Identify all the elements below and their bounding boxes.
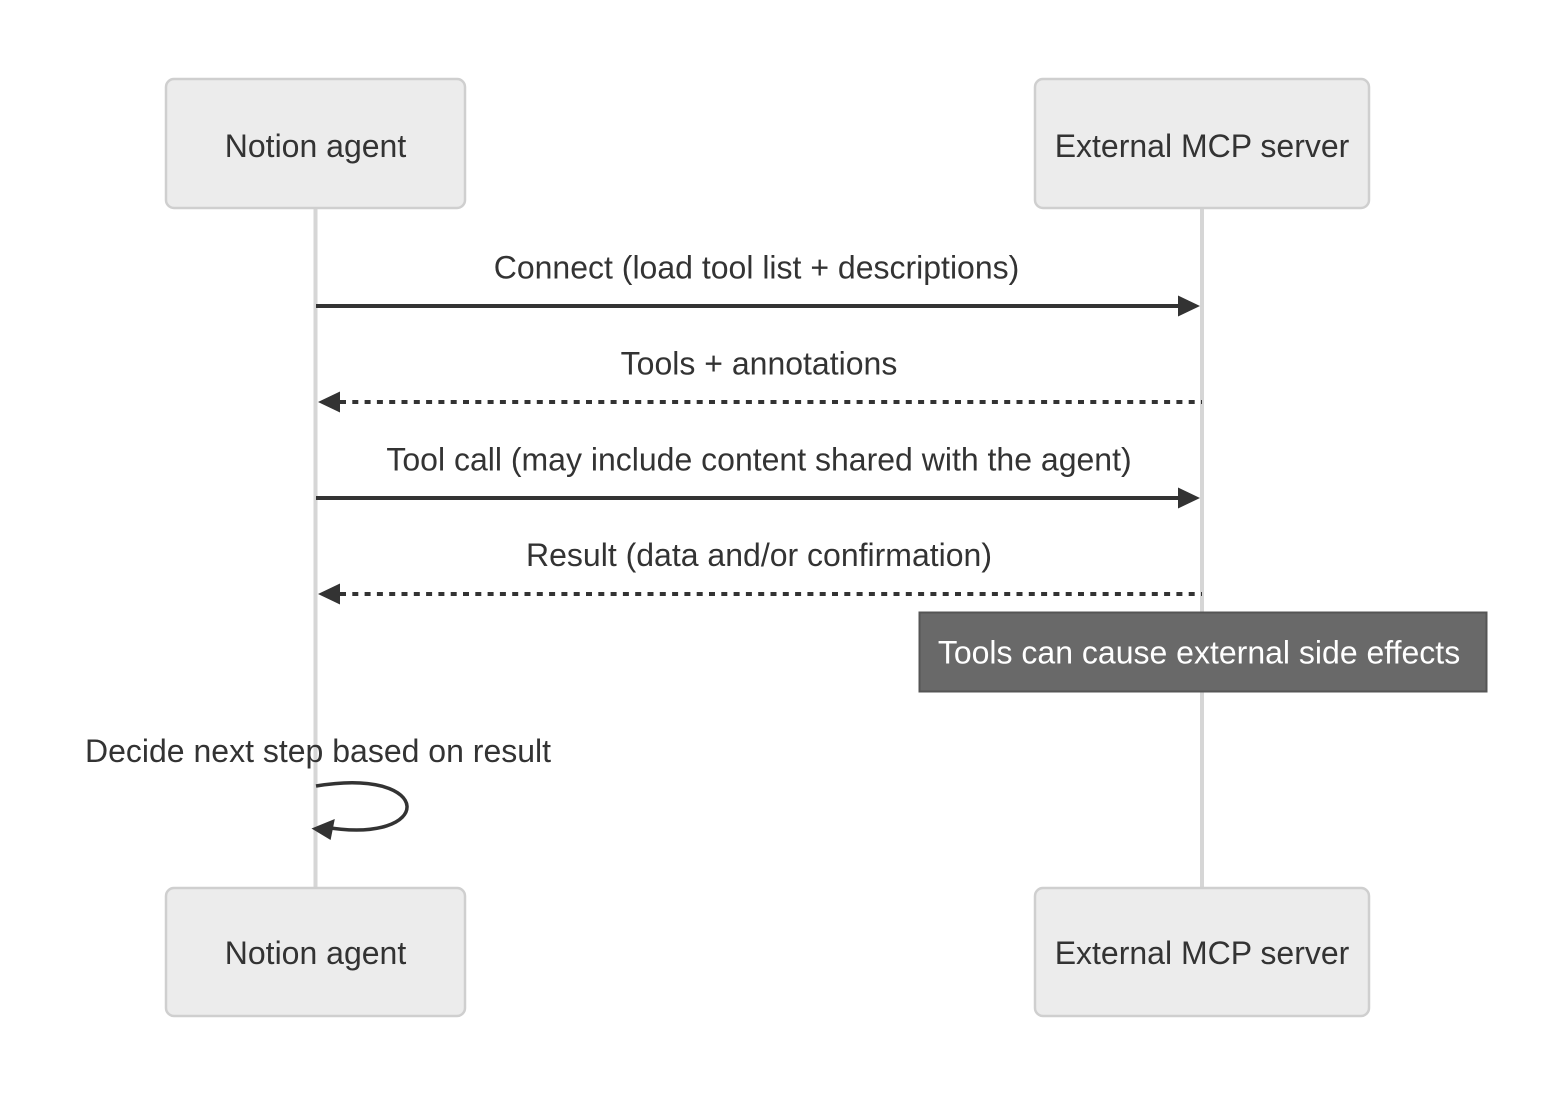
svg-text:Tools can cause external side: Tools can cause external side effects bbox=[938, 635, 1460, 671]
svg-text:Tool call (may include content: Tool call (may include content shared wi… bbox=[386, 442, 1131, 478]
svg-text:Notion agent: Notion agent bbox=[225, 128, 407, 164]
svg-text:Result (data and/or confirmati: Result (data and/or confirmation) bbox=[526, 537, 992, 573]
svg-text:Connect (load tool list + desc: Connect (load tool list + descriptions) bbox=[494, 250, 1020, 286]
svg-text:Decide next step based on resu: Decide next step based on result bbox=[85, 733, 551, 769]
svg-text:Tools + annotations: Tools + annotations bbox=[621, 346, 898, 382]
svg-text:External MCP server: External MCP server bbox=[1055, 935, 1350, 971]
svg-text:Notion agent: Notion agent bbox=[225, 935, 407, 971]
svg-text:External MCP server: External MCP server bbox=[1055, 128, 1350, 164]
